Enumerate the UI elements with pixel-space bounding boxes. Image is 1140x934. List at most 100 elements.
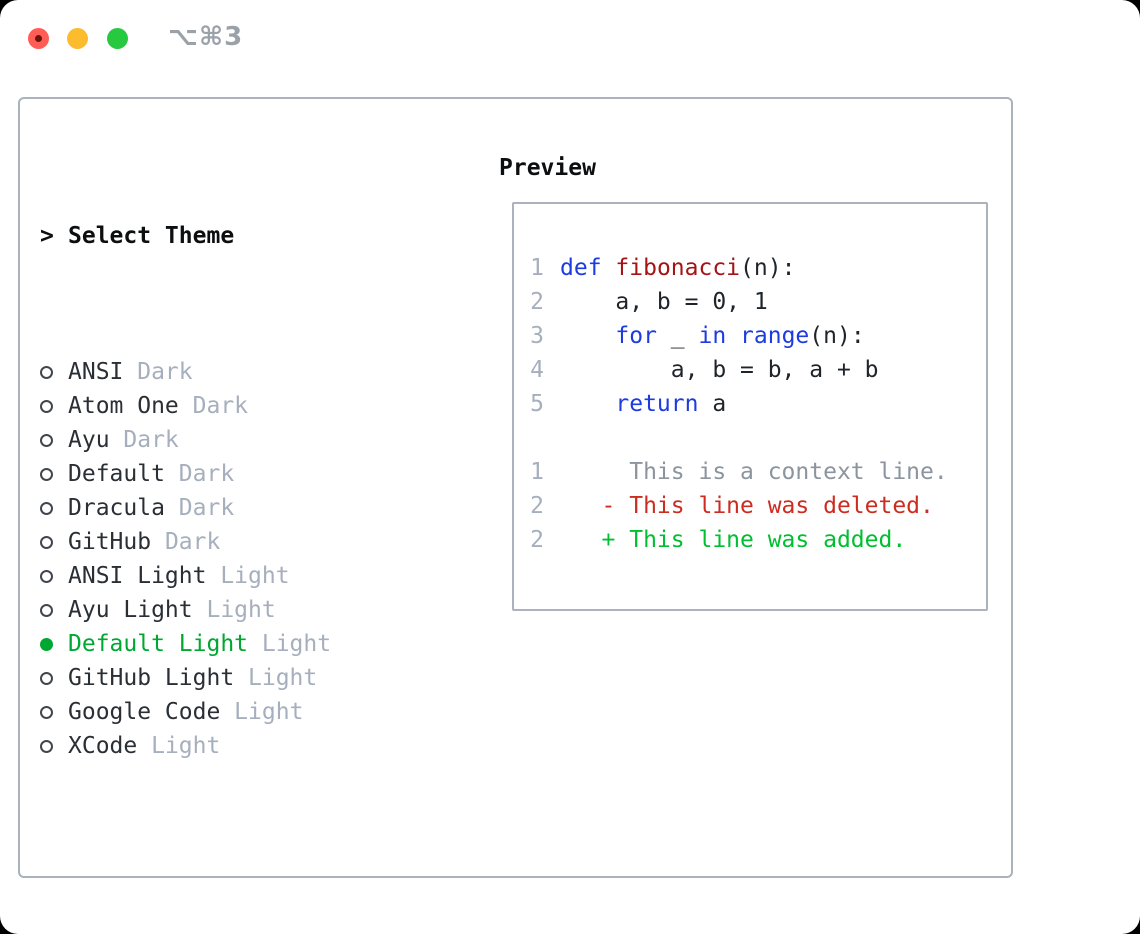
line-number: 5: [530, 391, 544, 417]
radio-icon: [40, 399, 53, 413]
theme-variant-label: Light: [248, 631, 332, 657]
theme-item-label: Ayu Light: [68, 597, 193, 623]
theme-item[interactable]: XCode Light: [40, 729, 490, 763]
preview-title: Preview: [499, 155, 596, 181]
code-token: def: [560, 255, 602, 281]
titlebar: ⌥⌘3: [0, 0, 1140, 76]
theme-item[interactable]: Atom One Dark: [40, 389, 490, 423]
radio-selected-icon: [40, 637, 53, 651]
preview-line: 2 - This line was deleted.: [529, 489, 986, 523]
marker-column: [40, 365, 68, 379]
keyboard-shortcut-label: ⌥⌘3: [168, 22, 244, 52]
prompt-icon: >: [40, 223, 54, 249]
preview-line: [529, 421, 986, 455]
theme-item[interactable]: GitHub Light Light: [40, 661, 490, 695]
marker-column: [40, 501, 68, 515]
marker-column: [40, 535, 68, 549]
radio-icon: [40, 603, 53, 617]
marker-column: [40, 399, 68, 413]
marker-column: [40, 739, 68, 753]
line-number: 1: [530, 459, 544, 485]
preview-line: 2 a, b = 0, 1: [529, 285, 986, 319]
close-button[interactable]: [28, 28, 49, 49]
theme-variant-label: Dark: [178, 393, 249, 419]
theme-item[interactable]: Default Light Light: [40, 627, 490, 661]
code-token: (n):: [740, 255, 796, 281]
theme-list-title: Select Theme: [68, 223, 235, 249]
marker-column: [40, 603, 68, 617]
line-number: [529, 421, 544, 455]
code-token: _: [656, 323, 699, 349]
theme-variant-label: Dark: [123, 359, 193, 385]
theme-item-label: XCode: [68, 733, 138, 759]
theme-item[interactable]: Ayu Light Light: [40, 593, 490, 627]
code-token: a, b = b, a + b: [560, 357, 879, 383]
theme-variant-label: Dark: [164, 495, 235, 521]
theme-variant-label: Dark: [151, 529, 221, 555]
preview-line: 3 for _ in range(n):: [529, 319, 986, 353]
zoom-button[interactable]: [107, 28, 128, 49]
close-dot-icon: [35, 35, 42, 42]
radio-icon: [40, 433, 53, 447]
code-token: [602, 251, 616, 285]
theme-variant-label: Light: [234, 665, 318, 691]
radio-icon: [40, 671, 53, 685]
code-token: [726, 319, 740, 353]
theme-item[interactable]: Ayu Dark: [40, 423, 490, 457]
code-token: - This line was deleted.: [560, 493, 934, 519]
theme-item-label: ANSI Light: [68, 563, 207, 589]
theme-item[interactable]: ANSI Dark: [40, 355, 490, 389]
marker-column: [40, 637, 68, 651]
line-number: 2: [530, 493, 544, 519]
spacer: [40, 865, 490, 899]
theme-item-label: Default: [68, 461, 165, 487]
code-token: for: [615, 323, 657, 349]
theme-item-label: Ayu: [68, 427, 110, 453]
line-number: 2: [530, 527, 544, 553]
line-number: 3: [530, 323, 544, 349]
code-token: range: [740, 323, 810, 349]
line-number: 1: [530, 255, 544, 281]
marker-column: [40, 671, 68, 685]
marker-column: [40, 467, 68, 481]
radio-icon: [40, 467, 53, 481]
preview-line: 2 + This line was added.: [529, 523, 986, 557]
theme-variant-label: Dark: [164, 461, 235, 487]
code-token: (n):: [809, 323, 865, 349]
radio-icon: [40, 739, 53, 753]
theme-item[interactable]: Dracula Dark: [40, 491, 490, 525]
radio-icon: [40, 365, 53, 379]
theme-item[interactable]: Default Dark: [40, 457, 490, 491]
code-token: This is a context line.: [560, 459, 948, 485]
radio-icon: [40, 705, 53, 719]
preview-line: 5 return a: [529, 387, 986, 421]
theme-variant-label: Light: [206, 563, 290, 589]
code-token: fibonacci: [615, 255, 741, 281]
marker-column: [40, 705, 68, 719]
radio-icon: [40, 535, 53, 549]
theme-item[interactable]: Google Code Light: [40, 695, 490, 729]
code-token: a: [698, 391, 727, 417]
minimize-button[interactable]: [67, 28, 88, 49]
theme-item-label: ANSI: [68, 359, 124, 385]
theme-variant-label: Light: [192, 597, 276, 623]
radio-icon: [40, 501, 53, 515]
theme-variant-label: Light: [220, 699, 304, 725]
theme-variant-label: Dark: [109, 427, 179, 453]
code-token: in: [698, 323, 727, 349]
theme-variant-label: Light: [137, 733, 221, 759]
radio-icon: [40, 569, 53, 583]
theme-item[interactable]: GitHub Dark: [40, 525, 490, 559]
preview-line: 4 a, b = b, a + b: [529, 353, 986, 387]
theme-item-label: Dracula: [68, 495, 165, 521]
marker-column: [40, 569, 68, 583]
theme-item[interactable]: ANSI Light Light: [40, 559, 490, 593]
theme-item-label: Google Code: [68, 699, 221, 725]
theme-item-label: Default Light: [68, 631, 249, 657]
theme-item-label: Atom One: [68, 393, 179, 419]
